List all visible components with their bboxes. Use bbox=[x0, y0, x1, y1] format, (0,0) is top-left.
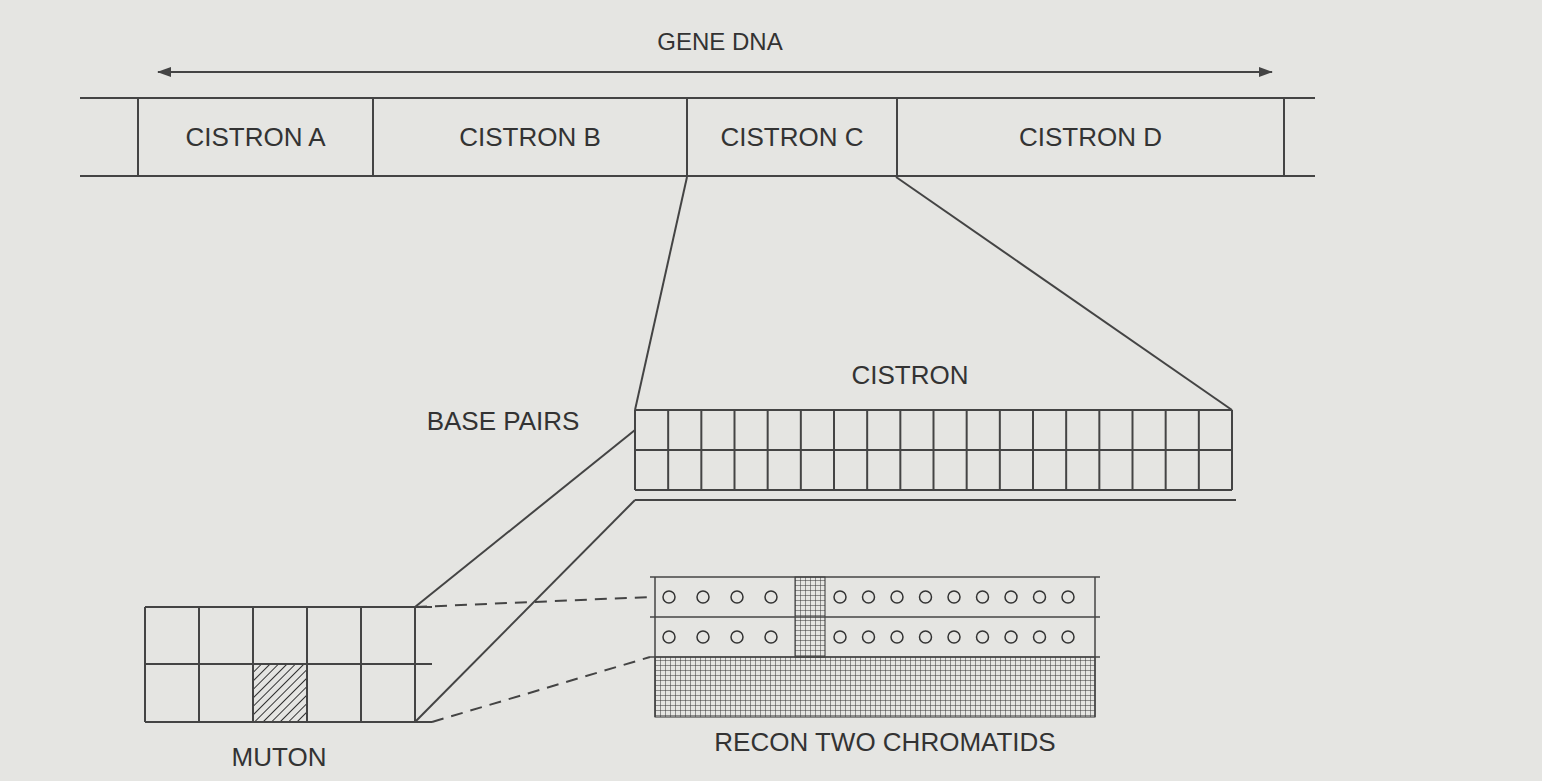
muton-grid bbox=[145, 607, 432, 722]
cistron-label: CISTRON A bbox=[185, 122, 325, 153]
grid-line bbox=[634, 410, 636, 490]
zoom-line bbox=[415, 500, 635, 722]
grid-line bbox=[734, 410, 736, 490]
base-pair-grid bbox=[635, 410, 1236, 500]
zoom-line bbox=[635, 177, 687, 410]
base-circle bbox=[977, 631, 989, 643]
grid-line bbox=[1094, 577, 1096, 717]
grid-line bbox=[866, 410, 868, 490]
base-circle bbox=[920, 591, 932, 603]
grid-line bbox=[899, 410, 901, 490]
dashed-line bbox=[432, 657, 650, 722]
base-circle bbox=[697, 631, 709, 643]
base-circle bbox=[834, 591, 846, 603]
muton-label: MUTON bbox=[232, 742, 327, 773]
grid-line bbox=[650, 656, 1100, 658]
dashed-line bbox=[415, 597, 650, 607]
grid-line bbox=[1198, 410, 1200, 490]
cistron-box: CISTRON C bbox=[686, 97, 898, 177]
base-circle bbox=[920, 631, 932, 643]
zoom-line bbox=[415, 430, 635, 607]
grid-line bbox=[833, 410, 835, 490]
grid-line bbox=[1065, 410, 1067, 490]
grid-line bbox=[198, 607, 200, 722]
grid-line bbox=[1132, 410, 1134, 490]
base-circle bbox=[731, 591, 743, 603]
grid-line bbox=[654, 577, 656, 717]
base-circle bbox=[977, 591, 989, 603]
base-circle bbox=[1005, 591, 1017, 603]
grid-line bbox=[999, 410, 1001, 490]
base-circle bbox=[697, 591, 709, 603]
gene-dna-label: GENE DNA bbox=[657, 28, 782, 56]
cistron-label: CISTRON D bbox=[1019, 122, 1162, 153]
grid-line bbox=[966, 410, 968, 490]
grid-line bbox=[1165, 410, 1167, 490]
grid-line bbox=[933, 410, 935, 490]
cistron-label: CISTRON C bbox=[721, 122, 864, 153]
base-circle bbox=[891, 631, 903, 643]
base-circle bbox=[1005, 631, 1017, 643]
base-circle bbox=[663, 591, 675, 603]
grid-line bbox=[1098, 410, 1100, 490]
recon-label: RECON TWO CHROMATIDS bbox=[714, 727, 1055, 758]
grid-line bbox=[767, 410, 769, 490]
grid-line bbox=[635, 499, 1236, 501]
grid-line bbox=[306, 607, 308, 722]
grid-line bbox=[650, 576, 1100, 578]
cistron-label: CISTRON B bbox=[459, 122, 601, 153]
grid-line bbox=[145, 663, 432, 665]
cistron-box: CISTRON D bbox=[896, 97, 1285, 177]
mutated-base bbox=[253, 664, 307, 722]
cistron-label: CISTRON bbox=[852, 360, 969, 391]
base-circle bbox=[663, 631, 675, 643]
grid-line bbox=[145, 606, 432, 608]
grid-line bbox=[145, 721, 432, 723]
grid-line bbox=[1032, 410, 1034, 490]
base-circle bbox=[765, 591, 777, 603]
grid-line bbox=[1231, 410, 1233, 490]
base-circle bbox=[1062, 591, 1074, 603]
base-circle bbox=[863, 631, 875, 643]
base-circle bbox=[765, 631, 777, 643]
base-circle bbox=[863, 591, 875, 603]
base-circle bbox=[891, 591, 903, 603]
base-pairs-label: BASE PAIRS bbox=[427, 406, 580, 437]
grid-line bbox=[360, 607, 362, 722]
recon-chromatids bbox=[650, 577, 1100, 717]
grid-line bbox=[144, 607, 146, 722]
base-circle bbox=[834, 631, 846, 643]
base-circle bbox=[948, 591, 960, 603]
grid-line bbox=[800, 410, 802, 490]
cistron-box: CISTRON A bbox=[137, 97, 374, 177]
grid-line bbox=[252, 607, 254, 722]
base-circle bbox=[731, 631, 743, 643]
base-circle bbox=[1034, 591, 1046, 603]
gene-span-arrow bbox=[158, 71, 1272, 73]
base-circle bbox=[1062, 631, 1074, 643]
cistron-box: CISTRON B bbox=[372, 97, 688, 177]
grid-line bbox=[700, 410, 702, 490]
grid-line bbox=[414, 607, 416, 722]
base-circle bbox=[1034, 631, 1046, 643]
grid-line bbox=[667, 410, 669, 490]
base-circle bbox=[948, 631, 960, 643]
grid-line bbox=[650, 616, 1100, 618]
